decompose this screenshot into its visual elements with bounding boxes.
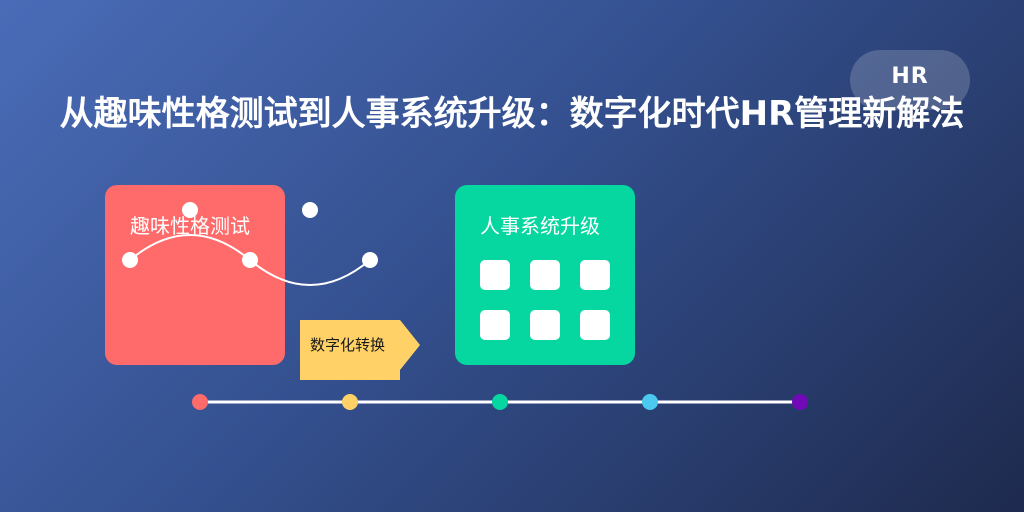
curve-node (182, 202, 198, 218)
timeline-dots (192, 394, 808, 410)
hr-system-label: 人事系统升级 (480, 214, 600, 238)
transform-arrow-label: 数字化转换 (310, 336, 386, 354)
curve-node (242, 252, 258, 268)
curve-node (122, 252, 138, 268)
hr-badge: HR (850, 50, 970, 110)
transform-arrow (300, 320, 420, 380)
module-tile (580, 260, 610, 290)
module-tile (530, 260, 560, 290)
timeline-dot (342, 394, 358, 410)
curve-node (302, 202, 318, 218)
timeline-dot (192, 394, 208, 410)
timeline-dot (792, 394, 808, 410)
module-tile (530, 310, 560, 340)
timeline-dot (492, 394, 508, 410)
hr-badge-label: HR (891, 64, 929, 89)
timeline-dot (642, 394, 658, 410)
module-tile (480, 260, 510, 290)
curve-node (362, 252, 378, 268)
module-tile (480, 310, 510, 340)
page-title: 从趣味性格测试到人事系统升级：数字化时代HR管理新解法 (59, 94, 965, 134)
module-tile (580, 310, 610, 340)
